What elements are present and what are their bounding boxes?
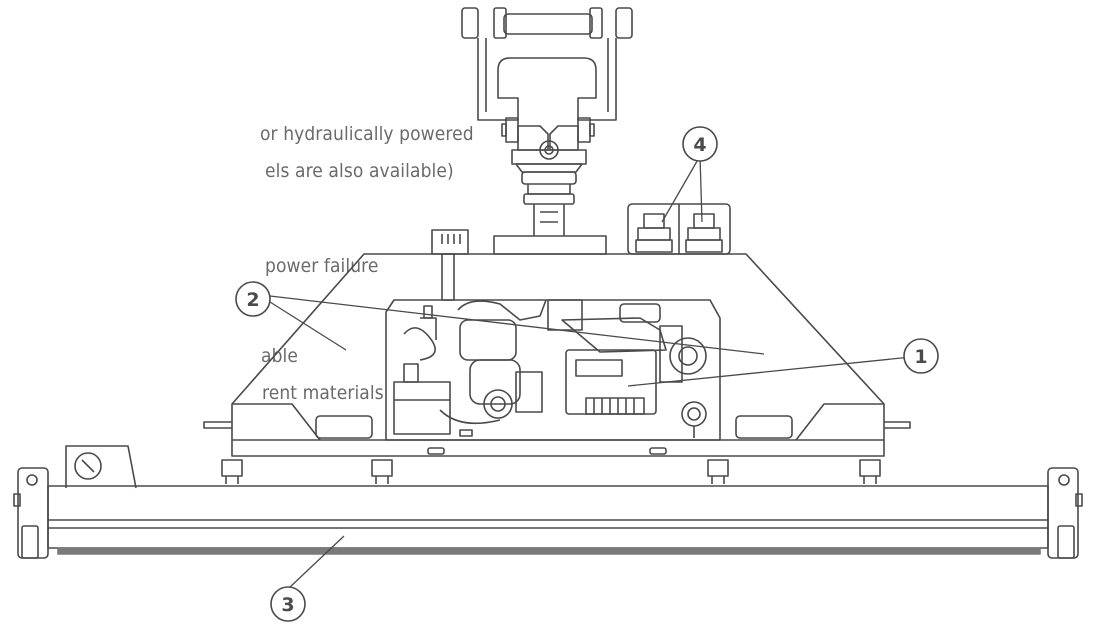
feature-text-line-2: els are also available) [265, 160, 454, 182]
engine-compartment [385, 299, 721, 441]
feature-text-line-1: or hydraulically powered [260, 123, 474, 145]
suction-beam [13, 467, 1083, 559]
leader-lines [269, 155, 922, 589]
lifting-hook [461, 7, 633, 255]
callout-1-label: 1 [914, 346, 927, 368]
callout-3: 3 [270, 586, 306, 622]
callout-2-label: 2 [246, 289, 259, 311]
callout-4: 4 [682, 126, 718, 162]
callout-1: 1 [903, 338, 939, 374]
callout-2: 2 [235, 281, 271, 317]
main-housing [203, 253, 911, 484]
callout-3-label: 3 [281, 594, 294, 616]
control-buttons [627, 203, 731, 255]
callout-4-label: 4 [693, 134, 706, 156]
sight-glass [431, 229, 469, 301]
feature-text-line-3: power failure [265, 255, 379, 277]
pressure-gauge [65, 445, 137, 489]
feature-text-line-5: rent materials [262, 382, 384, 404]
